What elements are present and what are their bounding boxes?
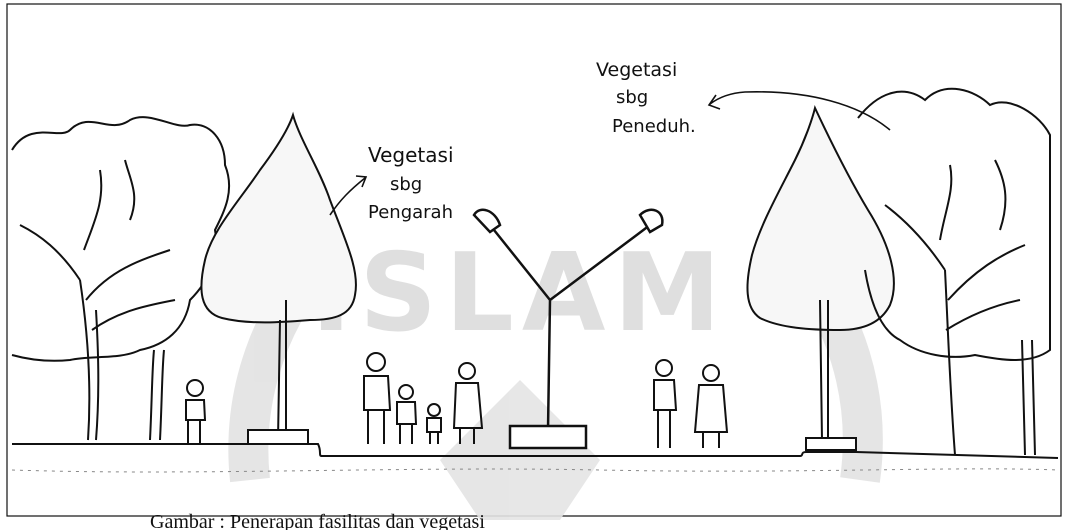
left-shade-tree (11, 116, 231, 441)
annotation-pengarah-line-1: Vegetasi (368, 143, 454, 167)
person-7 (693, 364, 729, 448)
ground (11, 443, 1059, 473)
person-1 (185, 379, 207, 444)
annotation-peneduh-line-1: Vegetasi (596, 59, 677, 81)
annotation-peneduh-arrow (707, 91, 891, 131)
annotation-pengarah-line-3: Pengarah (368, 202, 453, 223)
left-pointer-tree (200, 111, 357, 445)
figure-caption: Gambar : Penerapan fasilitas dan vegetas… (150, 511, 485, 530)
person-2 (363, 352, 392, 444)
annotation-peneduh-line-2: sbg (616, 87, 648, 108)
street-lamp (472, 208, 664, 450)
watermark-emblem (440, 380, 600, 520)
annotation-peneduh-line-3: Peneduh. (612, 116, 696, 137)
people-group (185, 352, 729, 448)
annotation-pengarah-line-2: sbg (390, 174, 422, 195)
right-shade-tree (857, 87, 1051, 456)
right-pointer-tree (746, 105, 895, 451)
annotation-pengarah-arrow (329, 175, 368, 216)
person-4 (426, 403, 442, 444)
planter-right (805, 437, 857, 451)
watermark-text: ISLAM (311, 231, 729, 356)
planter-left (247, 429, 309, 445)
person-3 (396, 384, 418, 444)
annotation-pengarah: Vegetasi sbg Pengarah (329, 143, 454, 223)
lamp-base (508, 424, 588, 450)
person-5 (452, 362, 484, 444)
annotation-peneduh: Vegetasi sbg Peneduh. (596, 59, 891, 137)
person-6 (653, 359, 678, 448)
